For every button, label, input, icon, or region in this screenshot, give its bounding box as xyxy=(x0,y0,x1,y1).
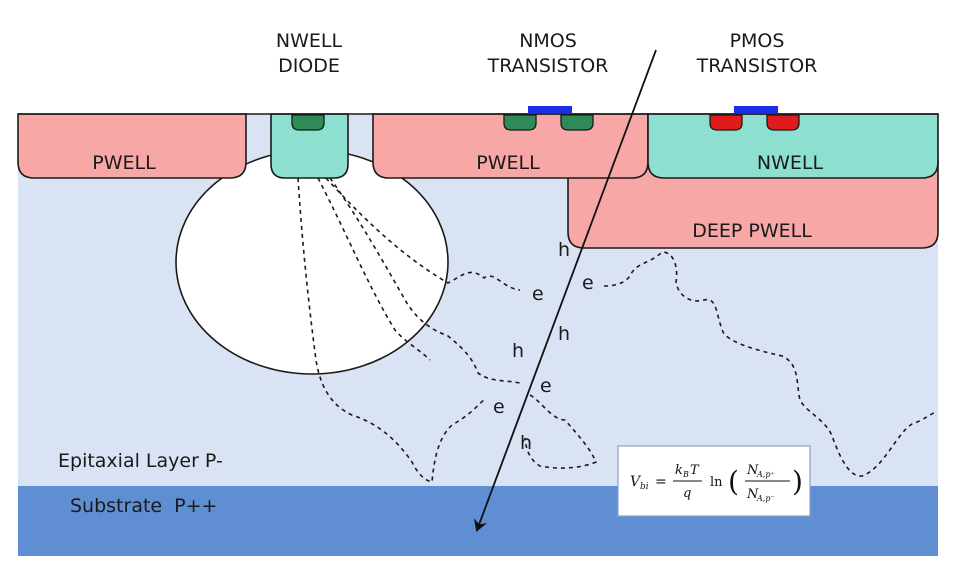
carrier-diffusion-paths xyxy=(297,177,937,484)
eq-ln: ln xyxy=(710,475,723,490)
eq-paren-left: ( xyxy=(728,465,739,498)
carrier-hole: h xyxy=(558,323,570,345)
eq-frac2-den: N xyxy=(746,487,759,502)
eq-sign: = xyxy=(655,474,667,490)
eq-num-var: T xyxy=(690,463,700,478)
carrier-hole: h xyxy=(520,432,532,454)
carrier-electron: e xyxy=(532,283,544,305)
eq-num-sub: B xyxy=(682,470,689,479)
eq-frac2-num: N xyxy=(746,463,759,478)
nwell-diode-label-line2: DIODE xyxy=(278,55,340,77)
nwell-label: NWELL xyxy=(757,152,824,174)
particle-track-arrow xyxy=(473,49,657,532)
substrate-label: Substrate P++ xyxy=(70,495,217,517)
eq-den: q xyxy=(683,486,691,501)
pwell-middle-label: PWELL xyxy=(476,152,540,174)
nwell-diode-label-line1: NWELL xyxy=(276,30,343,52)
deep-pwell-label: DEEP PWELL xyxy=(692,220,812,242)
carrier-electron: e xyxy=(493,396,505,418)
nmos-label-line1: NMOS xyxy=(519,30,577,52)
eq-lhs: V xyxy=(630,474,642,490)
pmos-label-line1: PMOS xyxy=(730,30,785,52)
eq-paren-right: ) xyxy=(792,465,803,498)
eq-num: k xyxy=(675,463,683,478)
depletion-region xyxy=(175,149,449,375)
nmos-label-line2: TRANSISTOR xyxy=(487,55,609,77)
carrier-hole: h xyxy=(512,340,524,362)
nwell-diode-region xyxy=(270,113,349,179)
carrier-electron: e xyxy=(582,272,594,294)
epitaxial-layer-label: Epitaxial Layer P- xyxy=(58,450,223,472)
eq-lhs-sub: bi xyxy=(640,482,649,492)
pwell-left-region xyxy=(17,113,247,179)
nwell-diode-contact xyxy=(291,114,325,131)
pmos-gate xyxy=(734,106,778,113)
pmos-drain-diffusion xyxy=(766,114,800,131)
built-in-voltage-equation: V bi = k B T q ln ( N A,p⁺ N A,p⁻ ) xyxy=(617,445,811,517)
carrier-electron: e xyxy=(540,375,552,397)
nmos-drain-diffusion xyxy=(560,114,594,131)
eq-frac2-num-sub: A,p⁺ xyxy=(756,470,775,479)
nmos-source-diffusion xyxy=(503,114,537,131)
pmos-source-diffusion xyxy=(709,114,743,131)
carrier-hole: h xyxy=(558,239,570,261)
pmos-label-line2: TRANSISTOR xyxy=(696,55,818,77)
nmos-gate xyxy=(528,106,572,113)
eq-frac2-den-sub: A,p⁻ xyxy=(756,494,775,503)
pwell-left-label: PWELL xyxy=(92,152,156,174)
deep-pwell-region xyxy=(567,159,939,249)
